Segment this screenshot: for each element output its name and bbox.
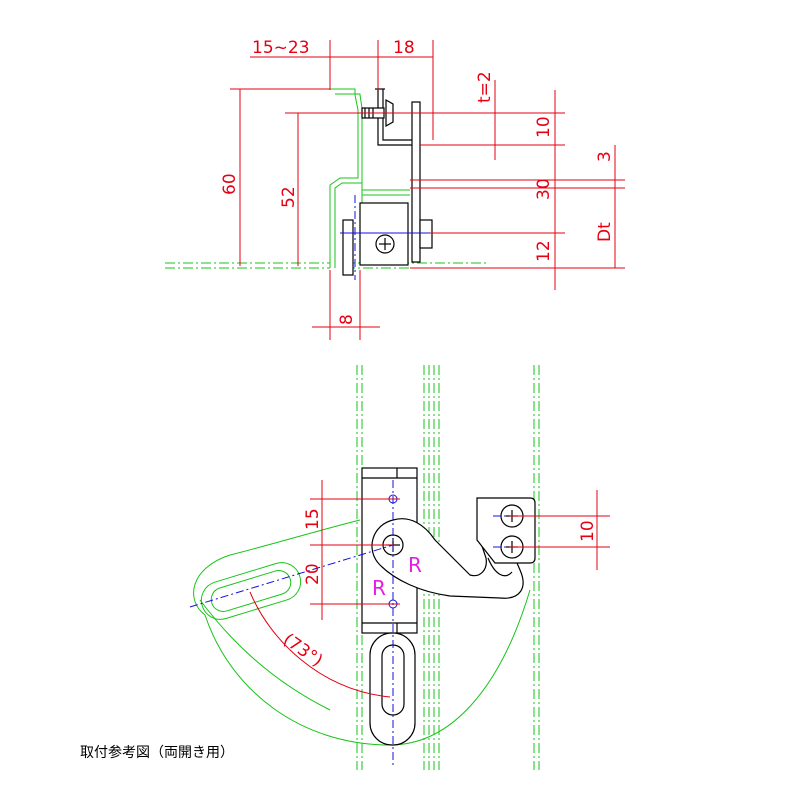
dim-height-30: 30: [534, 178, 554, 200]
dim-height-60: 60: [220, 173, 240, 195]
dim-spacing-15: 15: [303, 508, 323, 530]
dim-spacing-10: 10: [578, 520, 598, 542]
dim-offset-8: 8: [337, 314, 357, 325]
dim-height-52: 52: [279, 186, 299, 208]
dim-top-width: 15~23: [252, 38, 310, 58]
dim-angle: (73°): [279, 630, 326, 671]
dim-top-depth: 18: [393, 38, 415, 58]
radius-label-upper: R: [408, 553, 422, 577]
section-dimensions: [230, 40, 625, 340]
dim-height-3: 3: [595, 151, 615, 162]
dim-spacing-20: 20: [303, 563, 323, 585]
front-dimensions: [249, 480, 610, 698]
dim-height-10: 10: [534, 116, 554, 138]
section-view: 15~23 18 t=2 60 52 10 30 3 12 Dt 8: [165, 38, 625, 340]
drawing-caption: 取付参考図（両開き用）: [80, 744, 234, 761]
bracket-part: [340, 88, 440, 280]
radius-label-lower: R: [372, 576, 386, 600]
dim-dt: Dt: [595, 222, 615, 242]
front-view: 15 20 10 (73°) R R: [189, 365, 610, 770]
dim-thickness: t=2: [475, 71, 495, 103]
frame-profile: [165, 88, 488, 269]
dim-height-12: 12: [534, 240, 554, 262]
